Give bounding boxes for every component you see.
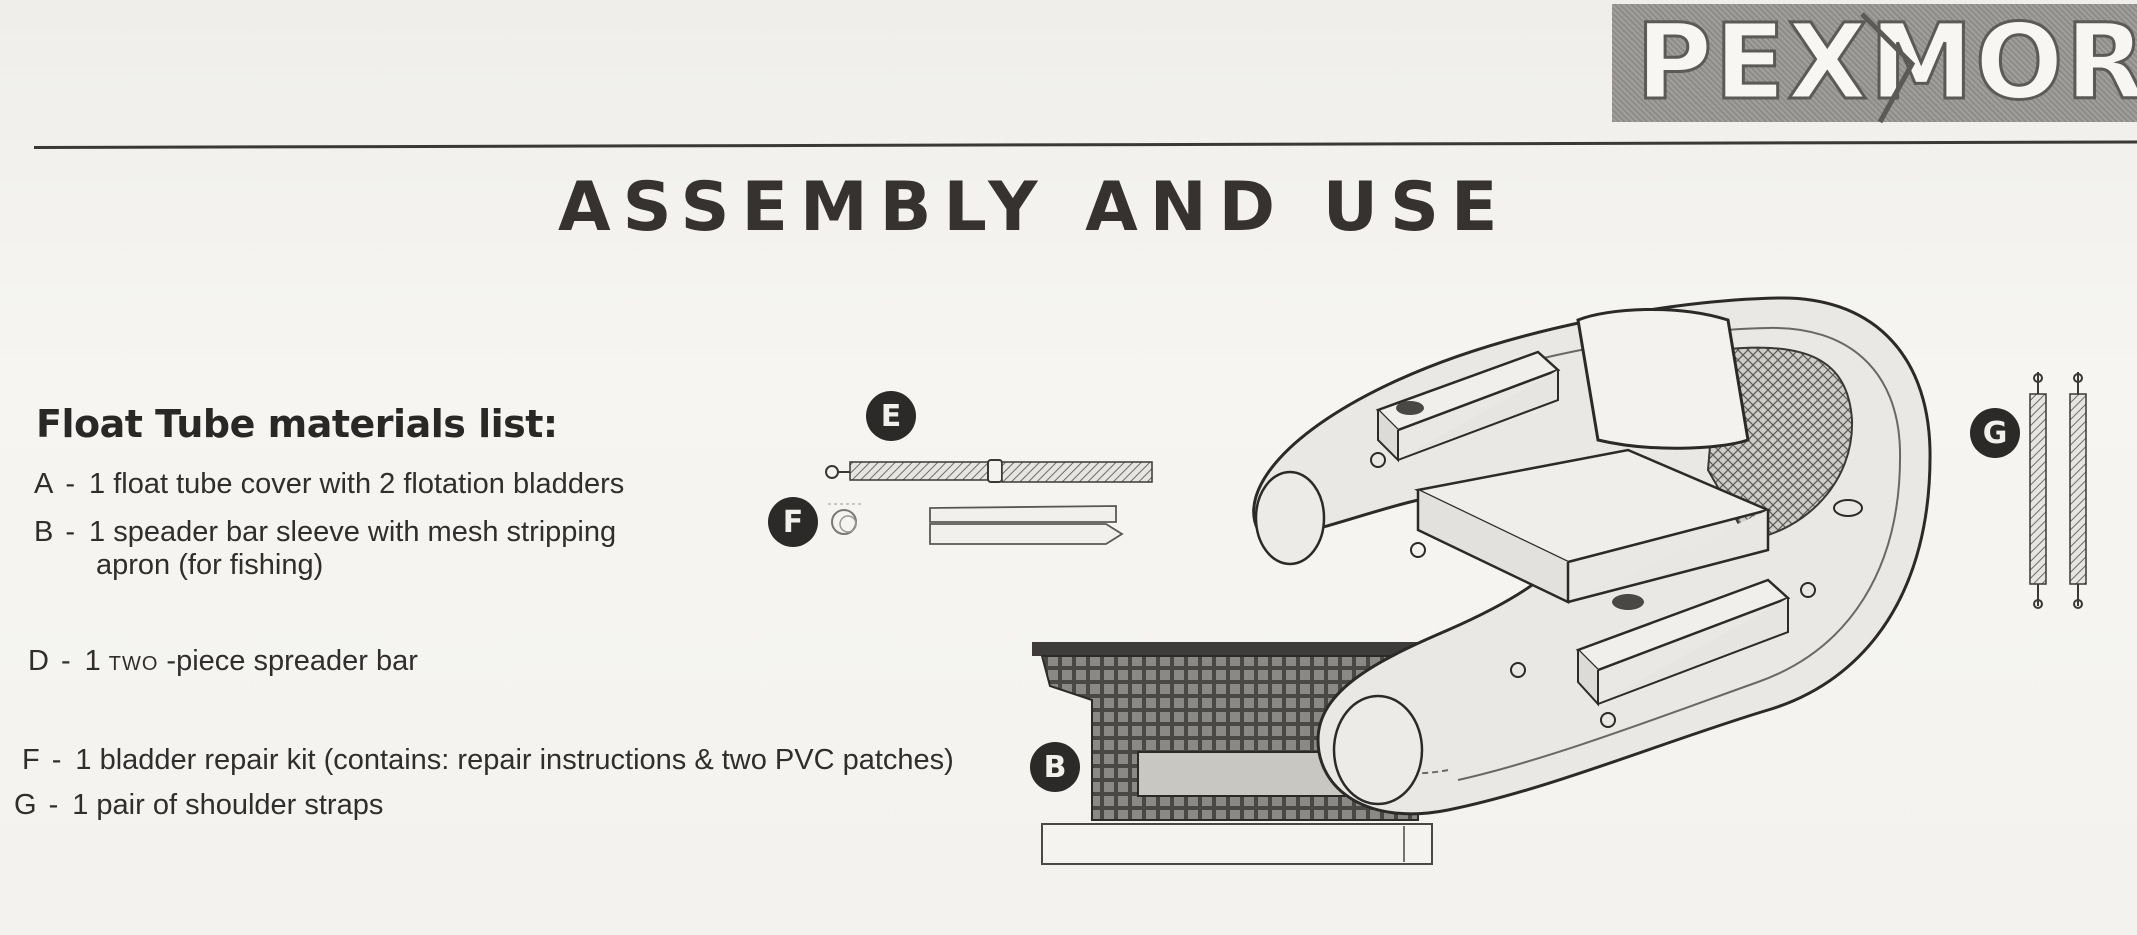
- item-key: D: [28, 645, 49, 677]
- item-key: A: [34, 468, 54, 500]
- label-e-badge: E: [866, 391, 916, 441]
- float-tube-illustration: [1252, 296, 1932, 816]
- item-text: 1 speader bar sleeve with mesh stripping: [89, 516, 617, 548]
- strap-right: [2069, 372, 2087, 609]
- materials-heading: Float Tube materials list:: [36, 402, 558, 446]
- pexmor-logo: PEXMOR: [1612, 1, 2137, 124]
- logo-wordmark: PEXMOR: [1634, 1, 2137, 123]
- item-text: 1 bladder repair kit (contains: repair i…: [75, 744, 954, 776]
- item-dash: -: [48, 789, 59, 821]
- item-dash: -: [65, 468, 76, 500]
- list-item-b-continuation: apron (for fishing): [96, 549, 324, 581]
- item-text: -piece spreader bar: [166, 645, 418, 677]
- item-key: B: [34, 516, 54, 548]
- strap-left: [2029, 372, 2047, 609]
- item-count-word: TWO: [108, 653, 159, 675]
- page-title: ASSEMBLY AND USE: [558, 168, 1510, 247]
- item-text: 1 pair of shoulder straps: [72, 789, 384, 821]
- shoulder-straps-illustration: [2029, 372, 2087, 609]
- item-dash: -: [60, 645, 71, 677]
- list-item-f: F-1 bladder repair kit (contains: repair…: [22, 744, 954, 777]
- list-item-a: A-1 float tube cover with 2 flotation bl…: [34, 468, 624, 501]
- item-text: 1 float tube cover with 2 flotation blad…: [89, 468, 625, 500]
- label-f-badge: F: [768, 497, 818, 547]
- label-b-badge: B: [1030, 742, 1080, 792]
- item-key: F: [22, 744, 40, 776]
- list-item-g: G-1 pair of shoulder straps: [14, 789, 383, 822]
- item-key: G: [14, 789, 37, 821]
- item-dash: -: [65, 516, 76, 548]
- item-prefix: 1: [84, 645, 101, 677]
- list-item-b: B-1 speader bar sleeve with mesh strippi…: [34, 516, 616, 549]
- label-g-badge: G: [1970, 408, 2020, 458]
- list-item-d: D-1 TWO -piece spreader bar: [28, 645, 418, 678]
- logo-swoosh-icon: [1860, 12, 1916, 124]
- repair-kit-illustration: [828, 503, 1124, 545]
- strap-e-illustration: [825, 459, 1153, 483]
- item-dash: -: [51, 744, 62, 776]
